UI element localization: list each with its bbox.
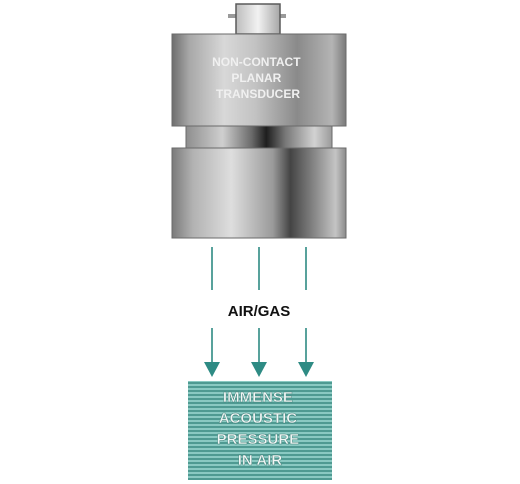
arrow-left — [204, 328, 220, 377]
arrow-center — [251, 328, 267, 377]
transducer-label-line-1: NON-CONTACT — [212, 55, 301, 69]
result-box: IMMENSE ACOUSTIC PRESSURE IN AIR — [188, 381, 332, 480]
transducer-body: NON-CONTACT PLANAR TRANSDUCER — [171, 33, 347, 127]
result-label: IMMENSE ACOUSTIC PRESSURE IN AIR — [217, 389, 304, 469]
result-label-line-3: PRESSURE — [217, 431, 300, 448]
medium-label: AIR/GAS — [228, 303, 291, 320]
transducer-label-line-3: TRANSDUCER — [216, 87, 300, 101]
arrow-right — [298, 328, 314, 377]
result-label-line-2: ACOUSTIC — [219, 410, 298, 427]
connector-cap — [228, 3, 286, 35]
transducer-label-line-2: PLANAR — [231, 71, 281, 85]
transducer-label: NON-CONTACT PLANAR TRANSDUCER — [212, 55, 304, 101]
emission-lines — [211, 247, 307, 290]
transducer-neck — [185, 125, 333, 149]
result-label-line-1: IMMENSE — [223, 389, 293, 406]
transducer-face — [171, 147, 347, 239]
result-label-line-4: IN AIR — [238, 452, 283, 469]
pressure-arrows — [204, 328, 314, 377]
